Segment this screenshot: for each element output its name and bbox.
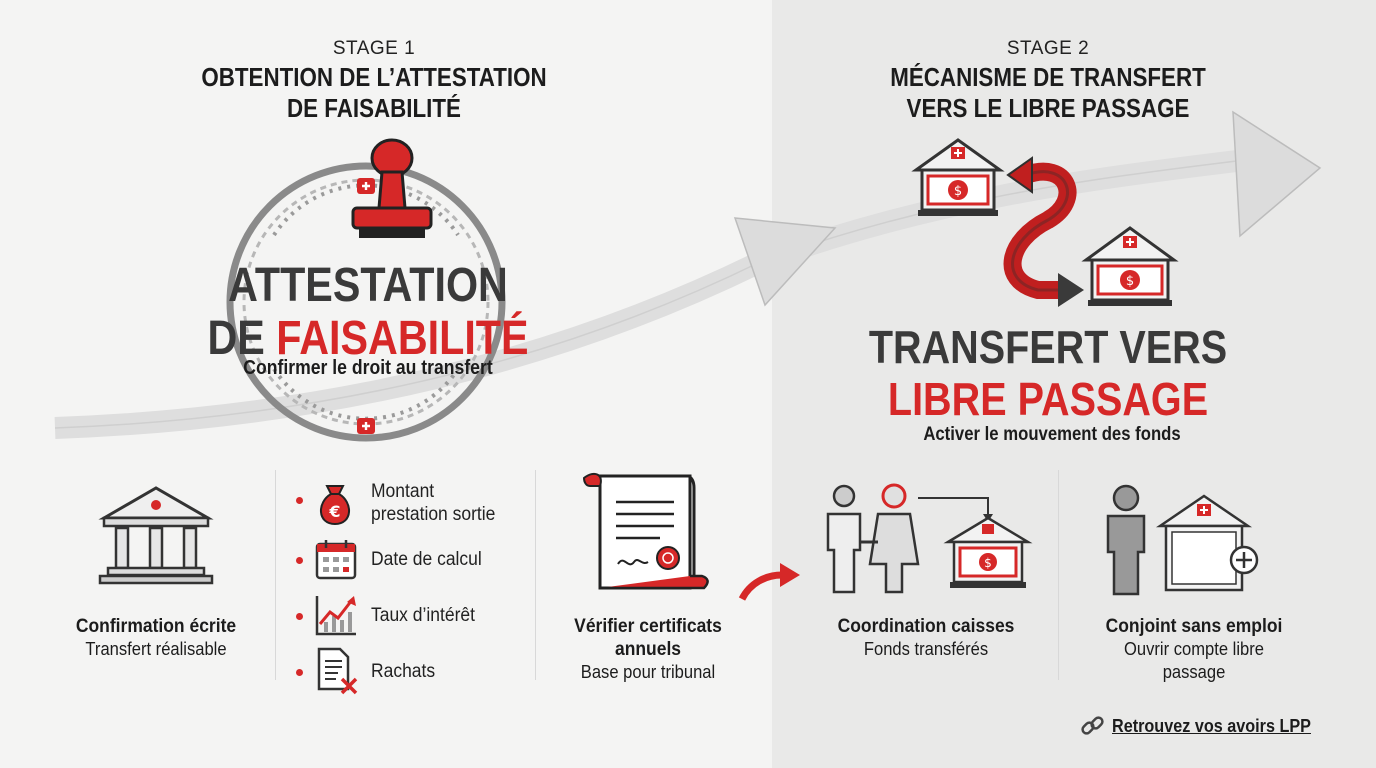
bank-transfer-icon: $ $: [911, 138, 1179, 307]
institution-building-icon: [98, 486, 214, 585]
confirmation-caption: Confirmation écrite Transfert réalisable: [64, 615, 248, 661]
checklist-label: Montant: [371, 481, 435, 502]
svg-text:$: $: [1126, 274, 1134, 289]
certificate-scroll-icon: [582, 472, 709, 590]
seal-icon: [226, 162, 506, 442]
stage2-title-line1: MÉCANISME DE TRANSFERT: [890, 62, 1206, 92]
stage1-hero-line1: ATTESTATION: [228, 259, 508, 312]
divider: [535, 470, 536, 680]
stage2-title: MÉCANISME DE TRANSFERT VERS LE LIBRE PAS…: [842, 62, 1255, 124]
confirmation-title: Confirmation écrite: [75, 616, 237, 637]
spouse-subtitle: Ouvrir compte libre passage: [1124, 639, 1264, 682]
svg-text:$: $: [984, 556, 992, 570]
stage2-label: STAGE 2: [1006, 38, 1090, 59]
divider: [275, 470, 276, 680]
certificates-title-line1: Vérifier certificats: [574, 616, 722, 637]
bullet: [296, 557, 303, 564]
checklist-item-date: Date de calcul: [371, 548, 482, 571]
rubber-stamp-icon: [351, 138, 433, 238]
stage2-panel: [772, 0, 1376, 768]
certificates-caption: Vérifier certificats annuels Base pour t…: [556, 615, 740, 684]
stage2-hero-line2: LIBRE PASSAGE: [887, 373, 1209, 425]
checklist-label: prestation sortie: [371, 504, 496, 525]
red-curved-arrow-icon: [738, 563, 800, 601]
checklist-item-amount: Montant prestation sortie: [371, 480, 495, 526]
stage2-title-line2: VERS LE LIBRE PASSAGE: [906, 93, 1190, 123]
spouse-caption: Conjoint sans emploi Ouvrir compte libre…: [1093, 615, 1295, 684]
line-chart-icon: [315, 596, 356, 636]
checklist-item-rate: Taux d’intérêt: [371, 604, 475, 627]
certificates-subtitle: Base pour tribunal: [580, 662, 716, 682]
coordination-caption: Coordination caisses Fonds transférés: [834, 615, 1018, 661]
coordination-title: Coordination caisses: [837, 616, 1015, 637]
checklist-label: Rachats: [371, 661, 436, 682]
confirmation-subtitle: Transfert réalisable: [85, 639, 227, 659]
spouse-title: Conjoint sans emploi: [1105, 616, 1283, 637]
divider: [1058, 470, 1059, 680]
stage1-title-line1: OBTENTION DE L’ATTESTATION: [201, 62, 547, 92]
stage1-hero-prefix: DE: [207, 312, 277, 365]
stage1-title: OBTENTION DE L’ATTESTATION DE FAISABILIT…: [168, 62, 581, 124]
svg-text:€: €: [328, 502, 340, 521]
bullet: [296, 669, 303, 676]
checklist-label: Taux d’intérêt: [371, 605, 475, 626]
bullet: [296, 497, 303, 504]
stage1-hero-subtitle: Confirmer le droit au transfert: [243, 357, 493, 379]
link-icon: [1081, 716, 1104, 735]
bullet: [296, 613, 303, 620]
couple-icon: $: [826, 483, 1033, 594]
document-x-icon: [317, 647, 358, 695]
checklist-label: Date de calcul: [371, 549, 482, 570]
stage2-hero-line1: TRANSFERT VERS: [868, 321, 1228, 373]
certificates-title-line2: annuels: [614, 639, 682, 660]
svg-text:$: $: [954, 184, 962, 199]
stage1-title-line2: DE FAISABILITÉ: [287, 93, 461, 123]
stage2-hero-title: TRANSFERT VERS LIBRE PASSAGE: [867, 324, 1228, 422]
money-bag-euro-icon: €: [320, 485, 350, 526]
spouse-account-icon: [1106, 484, 1259, 596]
stage1-hero-highlight: FAISABILITÉ: [276, 312, 529, 365]
stage1-label: STAGE 1: [332, 38, 416, 59]
stage2-hero-subtitle: Activer le mouvement des fonds: [923, 424, 1181, 445]
stage1-hero-title: ATTESTATION DE FAISABILITÉ: [196, 262, 540, 363]
checklist-item-buybacks: Rachats: [371, 660, 435, 683]
footer-link[interactable]: Retrouvez vos avoirs LPP: [1112, 716, 1311, 736]
coordination-subtitle: Fonds transférés: [863, 639, 989, 659]
calendar-icon: [315, 540, 357, 580]
